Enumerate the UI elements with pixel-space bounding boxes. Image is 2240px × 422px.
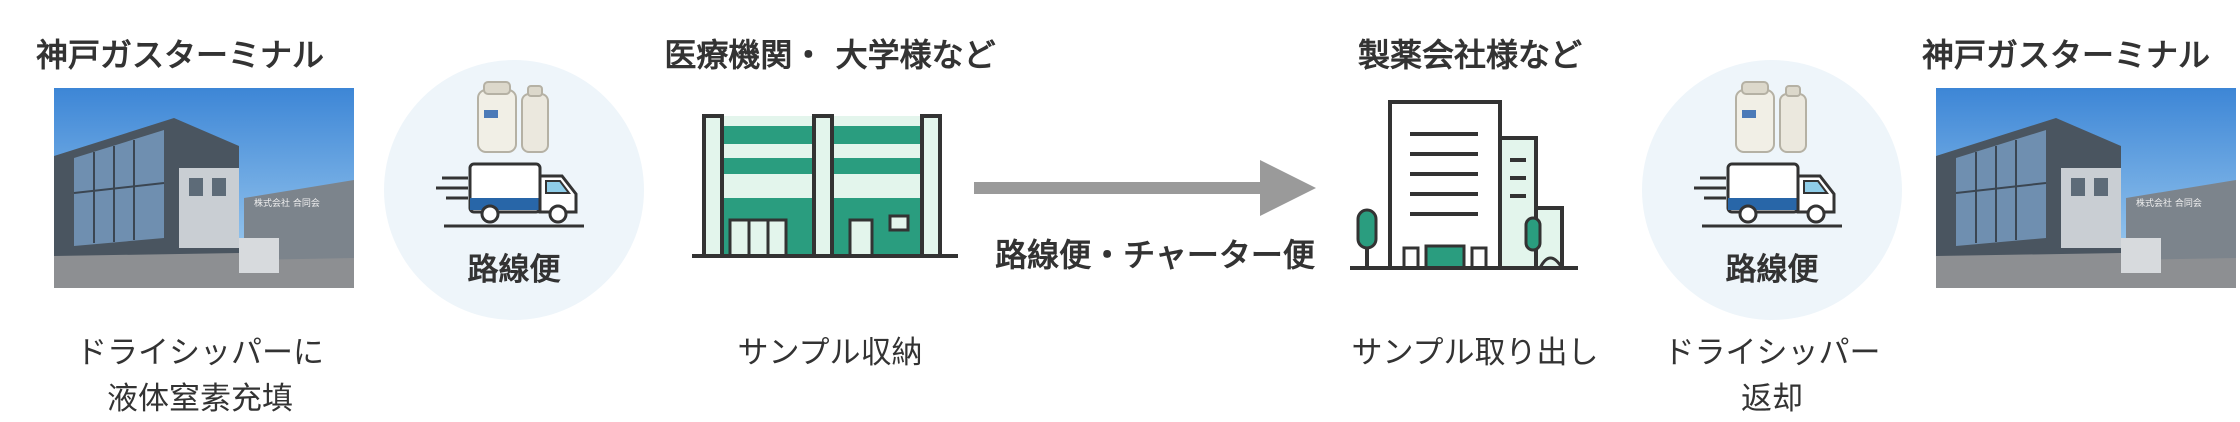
step5-caption: サンプル取り出し <box>1310 330 1640 376</box>
office-building-icon <box>1350 100 1578 270</box>
delivery-truck-icon <box>1694 162 1842 228</box>
hospital-building-icon <box>692 114 958 258</box>
step1-caption-line1: ドライシッパーに <box>76 335 324 371</box>
dewar-truck-icon-1 <box>436 81 584 228</box>
step6-caption-line2: 返却 <box>1741 381 1803 417</box>
pharma-title: 製薬会社様など <box>1357 36 1582 74</box>
right-arrow <box>974 160 1316 216</box>
arrow-label: 路線便・チャーター便 <box>995 236 1315 274</box>
photo-sign-text: 株式会社 合同会 <box>254 197 320 209</box>
dewar-icon <box>477 81 549 153</box>
step6-caption: ドライシッパー 返却 <box>1622 330 1922 422</box>
transport-label-2: 路線便 <box>1725 252 1819 288</box>
step3-caption-line1: サンプル収納 <box>737 335 923 371</box>
delivery-truck-icon <box>436 162 584 228</box>
dewar-truck-icon-2 <box>1694 81 1842 228</box>
building-photo-left: 株式会社 合同会 <box>54 88 354 288</box>
step6-caption-line1: ドライシッパー <box>1663 335 1881 371</box>
transport-label-1: 路線便 <box>467 252 561 288</box>
hospital-title: 医療機関・ 大学様など <box>664 36 996 74</box>
transport-circle-1: 路線便 <box>384 60 644 320</box>
dewar-icon <box>1735 81 1807 153</box>
kobe-terminal-title-right: 神戸ガスターミナル <box>1921 36 2210 74</box>
kobe-terminal-title-left: 神戸ガスターミナル <box>35 36 324 74</box>
building-photo-right: 株式会社 合同会 <box>1936 88 2236 288</box>
kobe-terminal-photo-left: 株式会社 合同会 <box>54 88 354 288</box>
step3-caption: サンプル収納 <box>680 330 980 376</box>
kobe-terminal-photo-right: 株式会社 合同会 <box>1936 88 2236 288</box>
transport-circle-2: 路線便 <box>1642 60 1902 320</box>
photo-sign-text-right: 株式会社 合同会 <box>2136 197 2202 209</box>
step5-caption-line1: サンプル取り出し <box>1351 335 1599 371</box>
step1-caption: ドライシッパーに 液体窒素充填 <box>20 330 380 422</box>
step1-caption-line2: 液体窒素充填 <box>107 381 293 417</box>
